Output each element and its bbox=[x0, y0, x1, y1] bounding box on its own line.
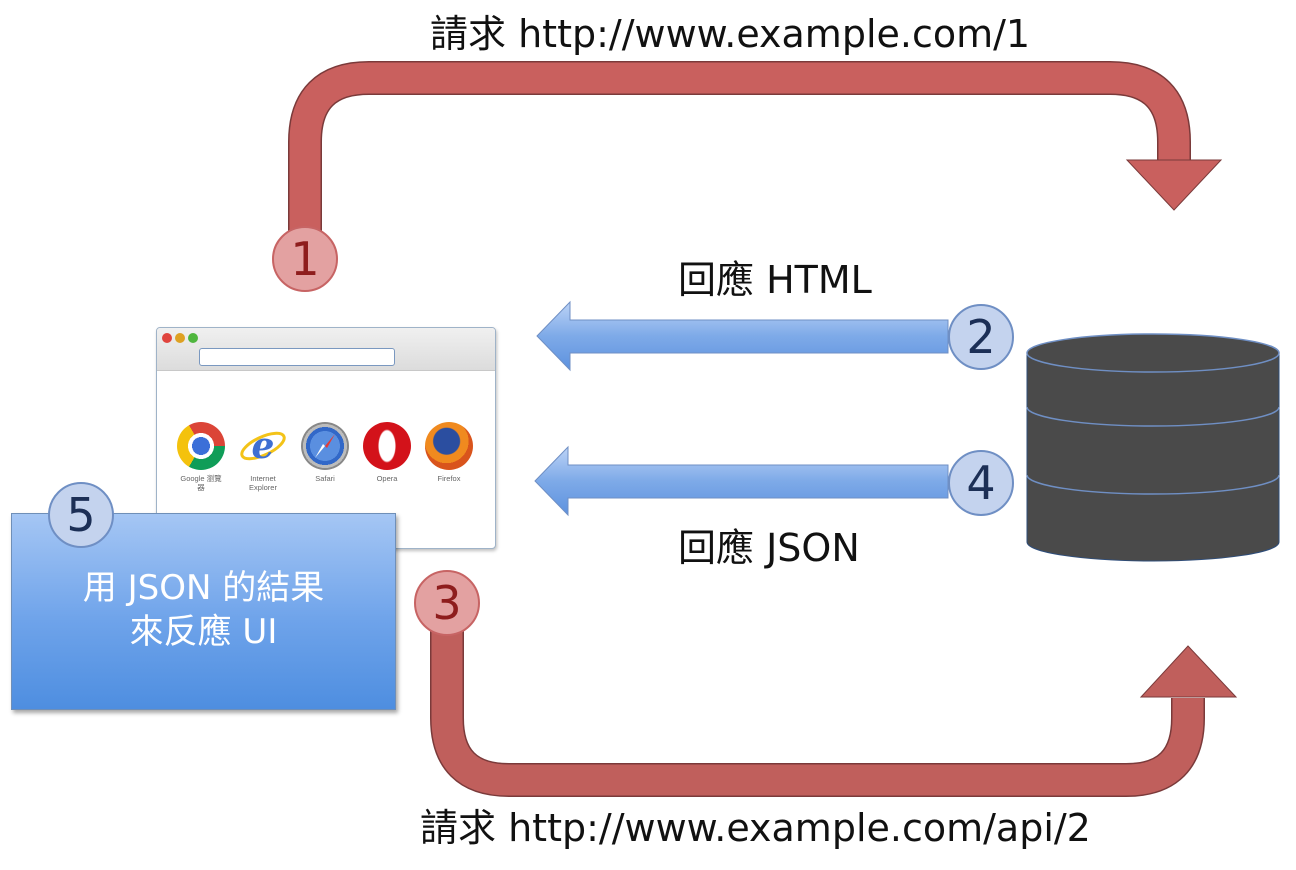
step4-label: 回應 JSON bbox=[678, 526, 860, 570]
chrome-caption-2: 器 bbox=[197, 483, 205, 492]
ie-item: e Internet Explorer bbox=[233, 422, 293, 492]
browser-toolbar bbox=[157, 328, 495, 371]
step5-badge: 5 bbox=[48, 482, 114, 548]
database-icon bbox=[1026, 333, 1280, 562]
close-dot-icon bbox=[162, 333, 172, 343]
ie-caption-2: Explorer bbox=[249, 483, 277, 492]
firefox-item: Firefox bbox=[419, 422, 479, 483]
step3-label: 請求 http://www.example.com/api/2 bbox=[420, 806, 1091, 850]
chrome-caption: Google 瀏覽 bbox=[180, 474, 222, 483]
request-arrow-1 bbox=[288, 61, 1223, 245]
opera-caption: Opera bbox=[376, 474, 398, 483]
safari-icon bbox=[301, 422, 349, 470]
request-arrow-3 bbox=[430, 615, 1238, 797]
safari-item: Safari bbox=[295, 422, 355, 483]
result-callout-text: 用 JSON 的結果 來反應 UI bbox=[12, 566, 395, 654]
minimize-dot-icon bbox=[175, 333, 185, 343]
chrome-icon bbox=[177, 422, 225, 470]
firefox-caption: Firefox bbox=[437, 474, 461, 483]
callout-line-2: 來反應 UI bbox=[129, 612, 278, 652]
chrome-item: Google 瀏覽 器 bbox=[171, 422, 231, 492]
callout-line-1: 用 JSON 的結果 bbox=[82, 568, 325, 608]
step1-label: 請求 http://www.example.com/1 bbox=[430, 12, 1031, 56]
svg-text:e: e bbox=[252, 425, 275, 467]
step2-label: 回應 HTML bbox=[678, 258, 872, 302]
step2-badge: 2 bbox=[948, 304, 1014, 370]
step4-badge: 4 bbox=[948, 450, 1014, 516]
result-callout-box: 用 JSON 的結果 來反應 UI bbox=[11, 513, 396, 710]
maximize-dot-icon bbox=[188, 333, 198, 343]
response-arrow-json bbox=[534, 445, 949, 517]
ie-caption: Internet bbox=[250, 474, 276, 483]
firefox-icon bbox=[425, 422, 473, 470]
browser-window: Google 瀏覽 器 e Internet Explorer Safari bbox=[156, 327, 496, 549]
safari-caption: Safari bbox=[315, 474, 335, 483]
step1-badge: 1 bbox=[272, 226, 338, 292]
step3-badge: 3 bbox=[414, 570, 480, 636]
opera-item: Opera bbox=[357, 422, 417, 483]
address-bar bbox=[199, 348, 395, 366]
response-arrow-html bbox=[536, 300, 949, 372]
opera-icon bbox=[363, 422, 411, 470]
internet-explorer-icon: e bbox=[239, 422, 287, 470]
